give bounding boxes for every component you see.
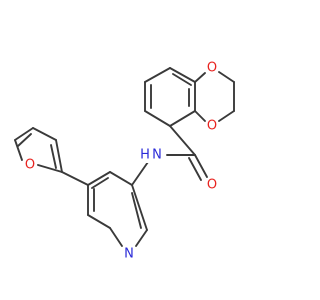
atom-label-h: H bbox=[140, 148, 150, 163]
bond-single bbox=[169, 67, 196, 83]
atom-nh-amide: H N bbox=[139, 147, 165, 163]
bond-double-inner bbox=[91, 177, 109, 189]
bond-single bbox=[218, 71, 235, 83]
atom-o-dioxane-bottom: O bbox=[205, 119, 219, 134]
bond-single bbox=[14, 127, 34, 141]
atom-label-o: O bbox=[25, 158, 35, 173]
bond-double-inner bbox=[50, 144, 57, 169]
bond-single bbox=[169, 125, 196, 156]
atom-o-furan: O bbox=[23, 158, 37, 173]
bond-single bbox=[169, 110, 196, 127]
bond-single bbox=[32, 127, 57, 141]
bond-double-inner bbox=[17, 133, 32, 147]
bond-double-inner bbox=[131, 192, 142, 229]
bond-single bbox=[131, 184, 148, 231]
bond-single bbox=[144, 67, 171, 83]
bond-single bbox=[87, 171, 111, 186]
bond-double bbox=[194, 154, 208, 178]
atom-label-o: O bbox=[207, 61, 217, 76]
bond-single bbox=[144, 110, 171, 127]
bond-single bbox=[194, 110, 206, 122]
atom-label-o: O bbox=[207, 178, 217, 193]
molecule-diagram: O O O H N O N bbox=[14, 61, 235, 262]
bond-layer bbox=[14, 67, 235, 247]
bond-single bbox=[109, 171, 133, 186]
bond-double-inner bbox=[172, 73, 192, 86]
bond-double-inner bbox=[188, 157, 202, 181]
bond-single bbox=[61, 171, 89, 186]
bond-single bbox=[37, 164, 63, 173]
atom-label-o: O bbox=[207, 119, 217, 134]
bond-single bbox=[218, 110, 235, 122]
bond-single bbox=[55, 139, 63, 173]
atom-n-pyridine: N bbox=[122, 247, 136, 262]
bond-single bbox=[87, 214, 111, 229]
bond-single bbox=[194, 72, 206, 83]
bond-single bbox=[14, 139, 23, 161]
bond-single bbox=[135, 229, 148, 247]
atom-label-n: N bbox=[124, 247, 134, 262]
bond-single bbox=[109, 227, 123, 247]
atom-label-layer: O O O H N O N bbox=[23, 61, 219, 262]
atom-label-n: N bbox=[152, 148, 162, 163]
bond-single bbox=[131, 161, 149, 186]
atom-o-dioxane-top: O bbox=[205, 61, 219, 76]
atom-o-carbonyl: O bbox=[205, 178, 219, 193]
